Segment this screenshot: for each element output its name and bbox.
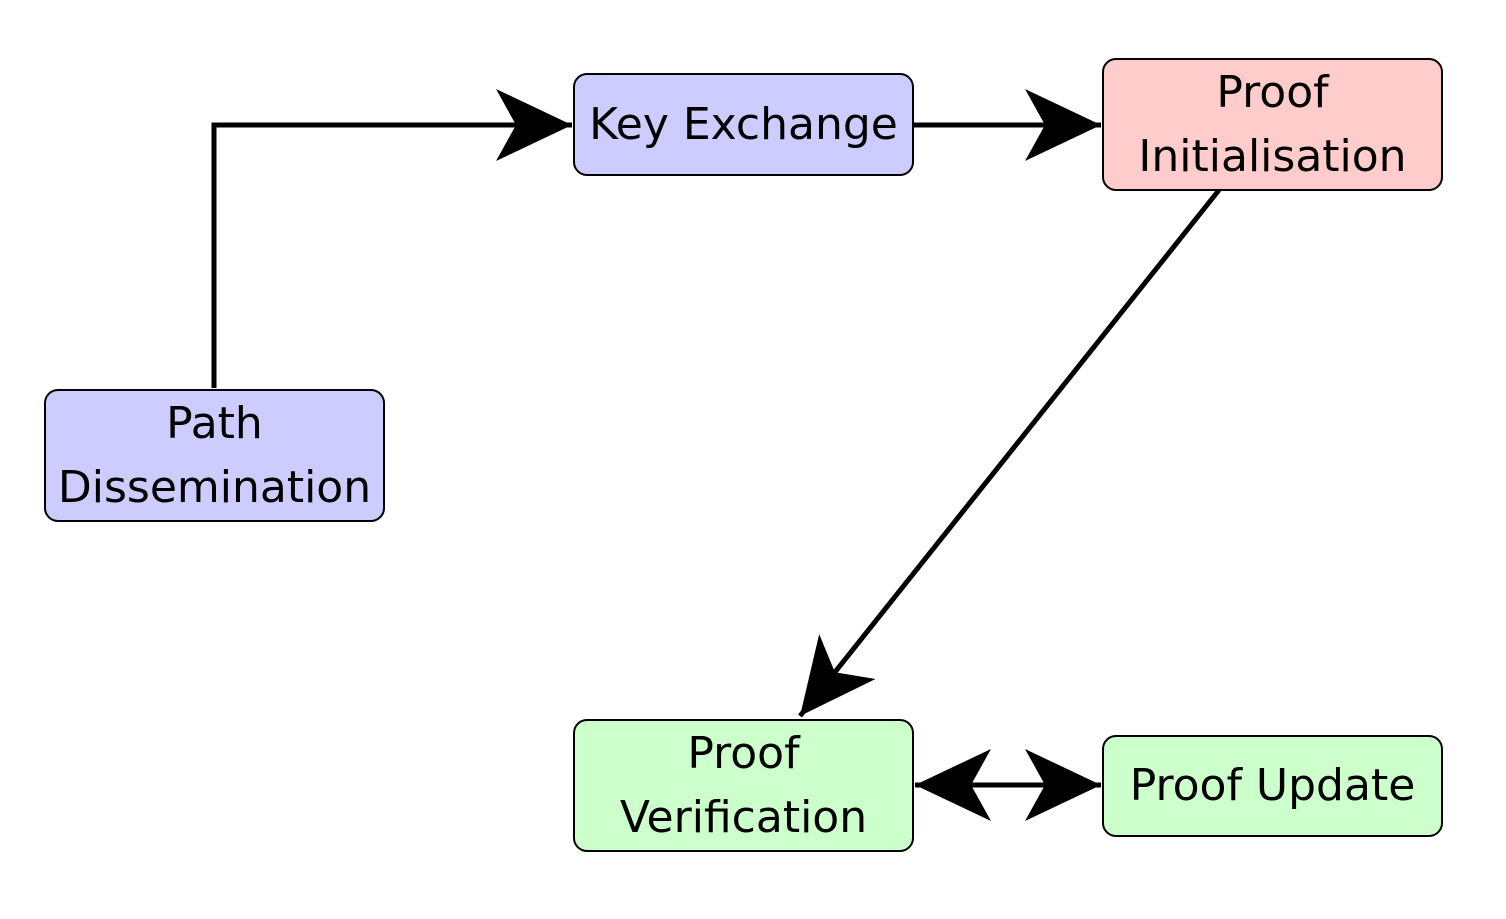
node-path-dissemination-label: Path Dissemination [57,397,372,513]
edge-proof-initialisation-to-proof-verification [798,188,1221,718]
edge-path-dissemination-to-key-exchange [211,89,572,388]
node-proof-verification-label: Proof Verification [619,727,868,843]
node-proof-update: Proof Update [1102,735,1443,837]
node-proof-update-label: Proof Update [1129,760,1416,812]
node-proof-initialisation-label: Proof Initialisation [1138,66,1407,182]
node-key-exchange-label: Key Exchange [589,98,898,150]
node-path-dissemination: Path Dissemination [44,389,385,522]
node-key-exchange: Key Exchange [573,73,914,176]
node-proof-initialisation: Proof Initialisation [1102,58,1443,191]
node-proof-verification: Proof Verification [573,719,914,852]
